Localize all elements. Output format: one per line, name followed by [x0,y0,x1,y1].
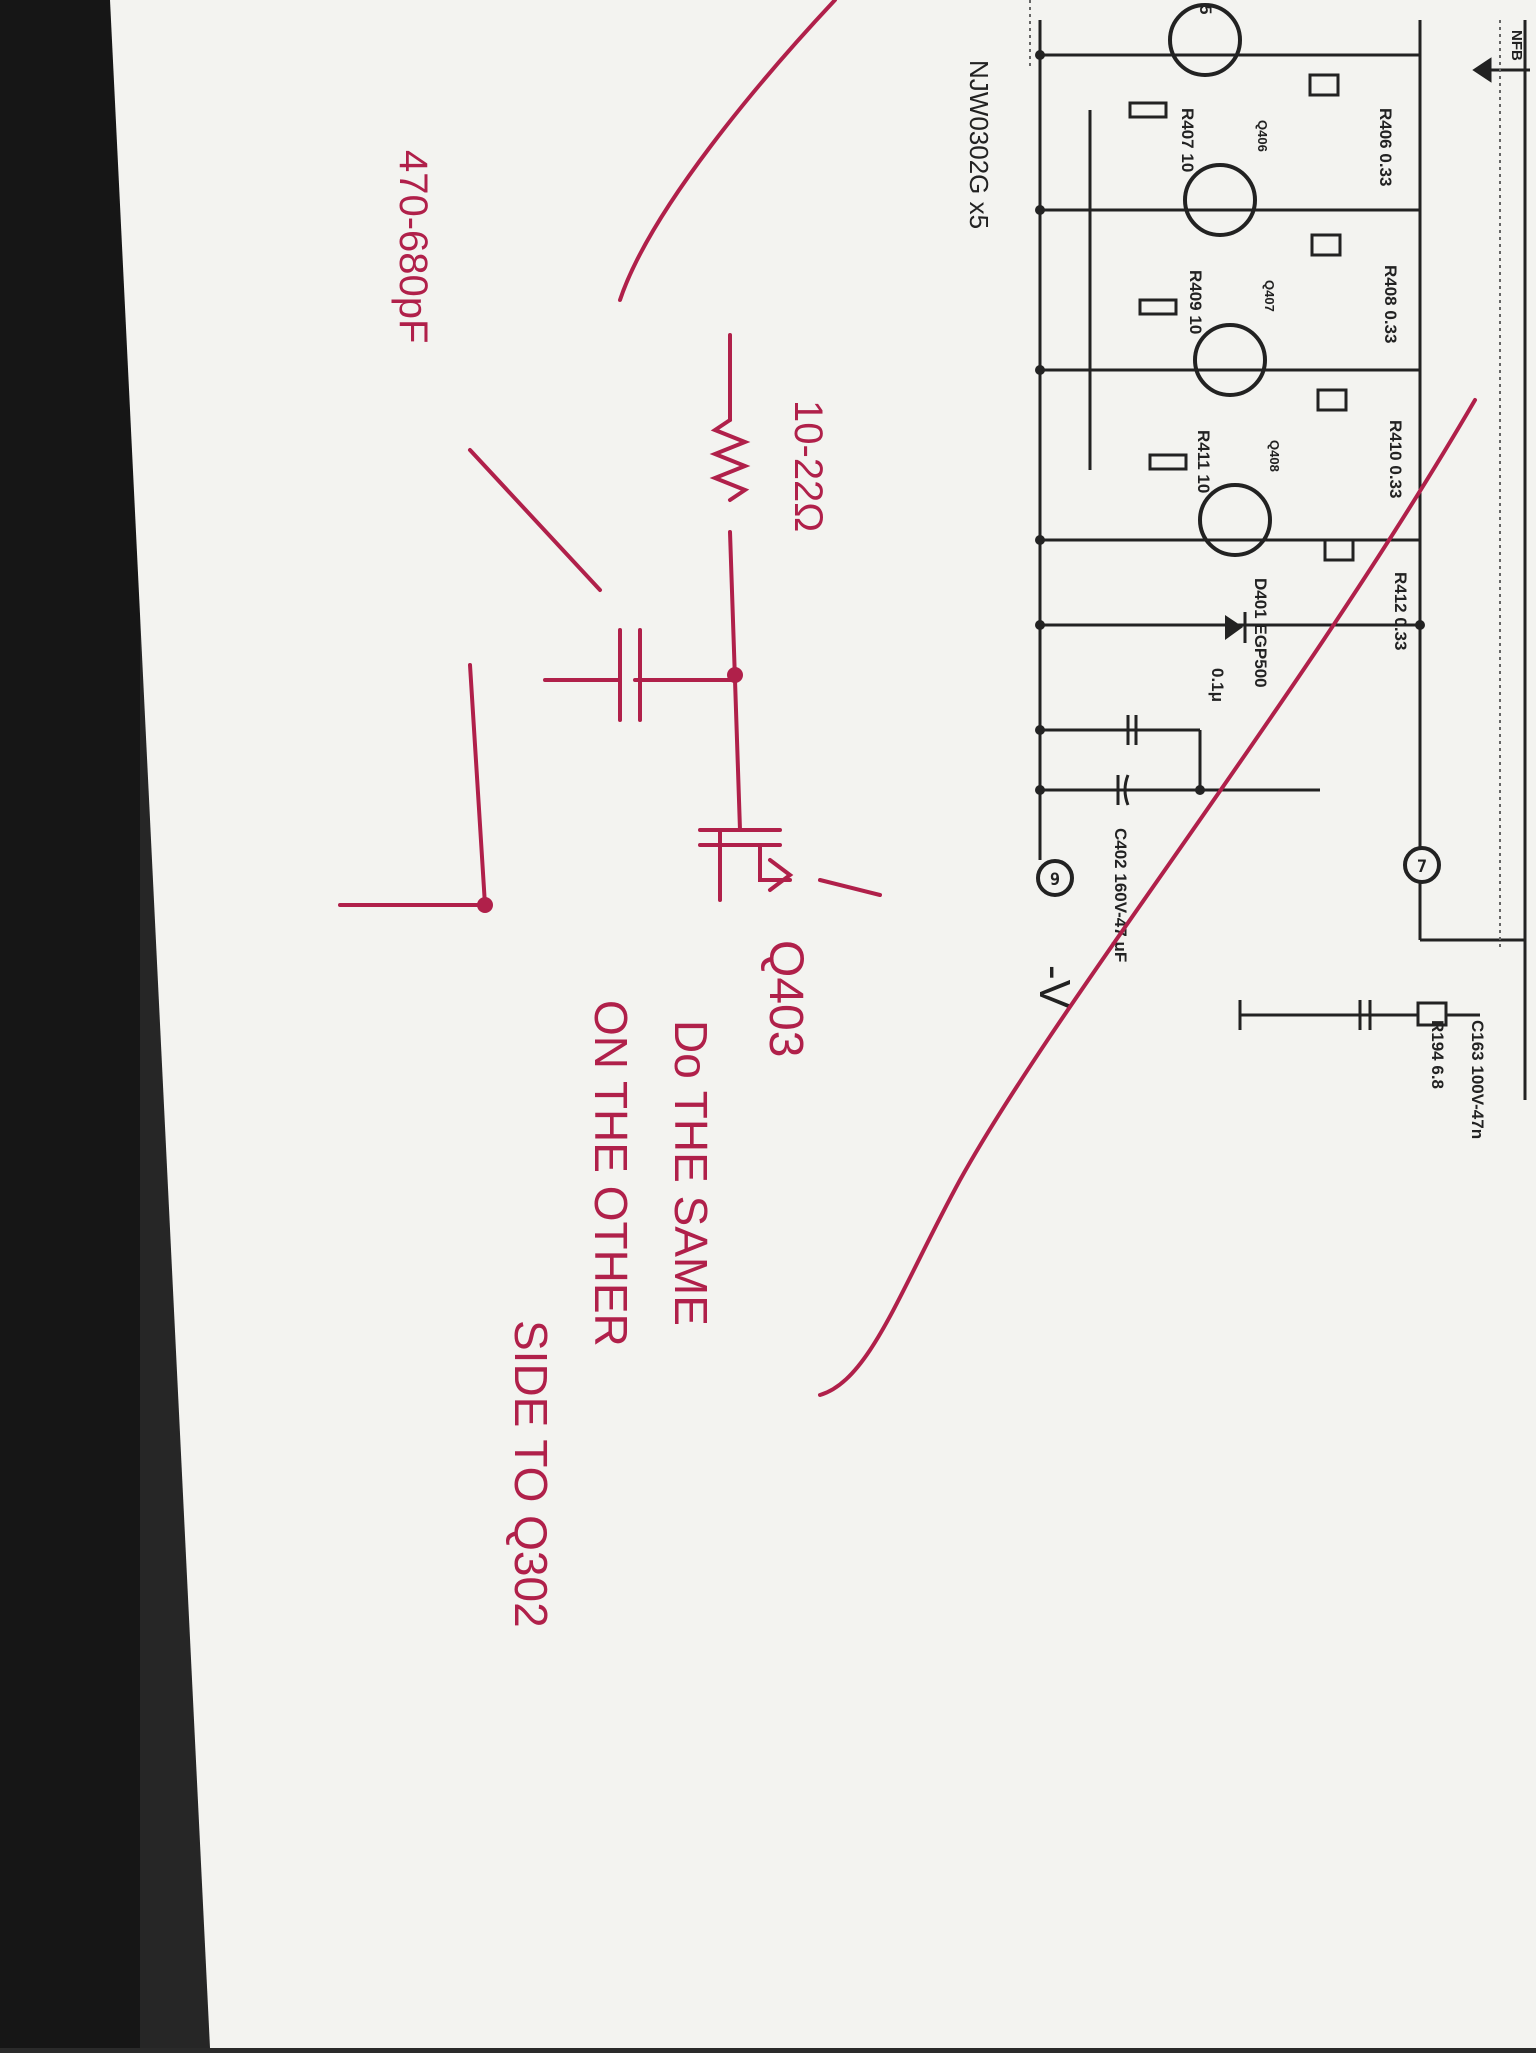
c163-label: C163 100V-47n [1468,1020,1487,1139]
cap-value-note: 470-680pF [391,150,435,343]
node-7-label: 7 [1417,857,1427,877]
handdrawn-transistor-q403 [698,828,792,902]
resistor-symbols [1128,73,1448,1027]
cap-value-pointer [468,448,602,592]
r412-label: R412 0.33 [1391,572,1410,650]
q408-label: Q408 [1267,440,1282,472]
q407-label: Q407 [1262,280,1277,312]
node-9-label: 9 [1050,870,1060,890]
transistor-q405 [1168,3,1242,77]
diode-d401 [1225,612,1247,643]
handdrawn-transistor-arrow [768,858,794,892]
desk-shadow [0,0,140,2048]
capacitor-symbols [1116,715,1372,1030]
red-loop-diagonal [818,398,1477,1397]
r406-label: R406 0.33 [1376,108,1395,186]
r407-label: R407 10 [1178,108,1197,172]
part-count-label: NJW0302G x5 [964,60,994,229]
resistor-r194 [1416,1001,1448,1027]
r410-label: R410 0.33 [1386,420,1405,498]
resistor-value-note: 10-22Ω [786,400,830,532]
handwritten-dots [477,667,743,913]
d401-label: D401 EGP500 [1251,578,1270,688]
r408-label: R408 0.33 [1381,265,1400,343]
r409-label: R409 10 [1186,270,1205,334]
handdrawn-resistor [709,418,751,502]
transistor-symbols [1168,3,1272,557]
note-line-3: SIDE TO Q302 [505,1320,557,1628]
junction-dots [1035,50,1425,795]
handwritten-drawing [338,0,1477,1397]
resistor-r412 [1323,538,1355,562]
red-loop-top [618,0,837,302]
handdrawn-resistor-to-node [728,530,737,682]
node-9: 9 [1036,859,1074,897]
resistor-r409 [1138,298,1178,316]
r194-label: R194 6.8 [1428,1020,1447,1089]
handdrawn-cap-wire [468,663,487,907]
handdrawn-gate-wire [733,678,742,832]
resistor-r411 [1148,453,1188,471]
q403-note: Q403 [759,940,812,1057]
transistor-q406 [1183,163,1257,237]
q405-partial-label: 5 [1196,5,1215,14]
transistor-q407 [1193,323,1267,397]
paper-sheet [110,0,1536,2048]
resistor-r410 [1316,388,1348,412]
note-line-2: ON THE OTHER [585,1000,637,1347]
resistor-r407 [1128,101,1168,119]
resistor-r408 [1310,233,1342,257]
transistor-q408 [1198,483,1272,557]
c-0-1-label: 0.1μ [1208,668,1227,702]
nfb-label: NFB [1508,30,1525,61]
q406-label: Q406 [1255,120,1270,152]
handdrawn-q403-pointer [818,878,882,897]
handwritten-text: 10-22Ω 470-680pF Q403 Do THE SAME ON THE… [391,150,830,1628]
dotted-lines [1029,0,1501,950]
resistor-r406 [1308,73,1340,97]
node-7: 7 [1403,846,1441,884]
note-line-1: Do THE SAME [665,1020,717,1326]
r411-label: R411 10 [1194,430,1213,493]
